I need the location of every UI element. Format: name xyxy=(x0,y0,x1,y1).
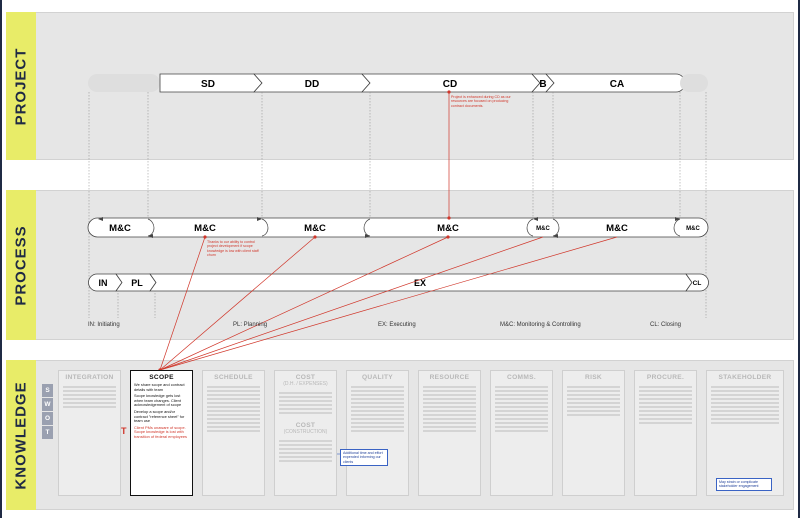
cost-title: COST xyxy=(295,374,316,381)
mc-label-5: M&C xyxy=(536,226,550,232)
comms-lines xyxy=(491,381,552,437)
mc-label-2: M&C xyxy=(194,223,216,234)
cost-construction-subtitle: (CONSTRUCTION) xyxy=(283,429,328,435)
quality-lines xyxy=(347,381,408,437)
process-label: PROCESS xyxy=(6,190,36,340)
knowledge-procure[interactable]: PROCURE. xyxy=(634,370,697,496)
stakeholder-lines xyxy=(707,381,783,429)
risk-lines xyxy=(563,381,624,421)
cd-note: Project is enhanced during CD as our res… xyxy=(451,95,511,108)
scope-p1: We share scope and contract details with… xyxy=(134,382,185,392)
knowledge-risk[interactable]: RISK xyxy=(562,370,625,496)
mc-label-3: M&C xyxy=(304,223,326,234)
project-phase-bar: SD DD CD B CA xyxy=(88,73,708,93)
phase-ca: CA xyxy=(610,79,624,90)
mc-note: Thanks to our ability to control project… xyxy=(207,240,259,257)
knowledge-quality[interactable]: QUALITY xyxy=(346,370,409,496)
knowledge-stakeholder[interactable]: STAKEHOLDER xyxy=(706,370,784,496)
step-pl: PL xyxy=(131,278,143,288)
swot-t[interactable]: T xyxy=(42,426,53,439)
integration-lines xyxy=(59,381,120,413)
phase-sd: SD xyxy=(201,79,215,90)
phase-dd: DD xyxy=(305,79,319,90)
scope-body: We share scope and contract details with… xyxy=(131,381,192,444)
knowledge-scope[interactable]: SCOPE We share scope and contract detail… xyxy=(130,370,193,496)
legend-initiating: IN: Initiating xyxy=(88,322,120,328)
legend-planning: PL: Planning xyxy=(233,322,268,328)
knowledge-integration[interactable]: INTEGRATION xyxy=(58,370,121,496)
mc-label-6: M&C xyxy=(606,223,628,234)
legend-monitoring: M&C: Monitoring & Controlling xyxy=(500,322,581,328)
quality-title: QUALITY xyxy=(361,374,394,381)
cost-lines xyxy=(275,387,336,419)
comms-title: COMMS. xyxy=(507,374,536,381)
cost-construction-title: COST xyxy=(295,422,316,429)
stakeholder-impact-note: May strain or complicate stakeholder eng… xyxy=(716,478,772,491)
scope-p3: Develop a scope and/or contract "referen… xyxy=(134,408,185,424)
swot-s[interactable]: S xyxy=(42,384,53,397)
knowledge-cost[interactable]: COST (D.H. / EXPENSES) COST (CONSTRUCTIO… xyxy=(274,370,337,496)
resource-title: RESOURCE xyxy=(429,374,470,381)
knowledge-resource[interactable]: RESOURCE xyxy=(418,370,481,496)
procure-lines xyxy=(635,381,696,429)
knowledge-schedule[interactable]: SCHEDULE xyxy=(202,370,265,496)
mc-label-7: M&C xyxy=(686,226,700,232)
resource-lines xyxy=(419,381,480,437)
legend-executing: EX: Executing xyxy=(378,322,416,328)
swot-w[interactable]: W xyxy=(42,398,53,411)
mc-bar: M&C M&C M&C M&C M&C M&C M&C xyxy=(87,217,709,238)
scope-title: SCOPE xyxy=(149,374,174,381)
schedule-lines xyxy=(203,381,264,437)
scope-red: Client PMs unaware of scope. Scope knowl… xyxy=(134,424,187,439)
procure-title: PROCURE. xyxy=(646,374,685,381)
cost-construction-lines xyxy=(275,435,336,467)
legend-closing: CL: Closing xyxy=(650,322,682,328)
knowledge-comms[interactable]: COMMS. xyxy=(490,370,553,496)
cost-impact-note: Additional time and effort expended info… xyxy=(340,449,388,466)
stakeholder-title: STAKEHOLDER xyxy=(718,374,772,381)
process-steps-bar: IN PL EX CL xyxy=(88,273,709,292)
mc-label-4: M&C xyxy=(437,223,459,234)
integration-title: INTEGRATION xyxy=(65,374,114,381)
schedule-title: SCHEDULE xyxy=(214,374,253,381)
red-connectors xyxy=(159,92,618,371)
project-label: PROJECT xyxy=(6,12,36,160)
knowledge-label: KNOWLEDGE xyxy=(6,360,36,510)
threat-marker: T xyxy=(121,426,127,436)
phase-cd: CD xyxy=(443,79,457,90)
scope-p2: Scope knowledge gets lost when team chan… xyxy=(134,393,182,408)
cost-subtitle: (D.H. / EXPENSES) xyxy=(283,381,328,387)
guide-lines xyxy=(88,92,707,318)
step-cl: CL xyxy=(693,280,702,287)
process-band xyxy=(6,190,794,340)
risk-title: RISK xyxy=(585,374,602,381)
step-ex: EX xyxy=(414,278,426,288)
mc-label-1: M&C xyxy=(109,223,131,234)
step-in: IN xyxy=(99,278,108,288)
phase-b: B xyxy=(539,79,546,90)
swot-o[interactable]: O xyxy=(42,412,53,425)
